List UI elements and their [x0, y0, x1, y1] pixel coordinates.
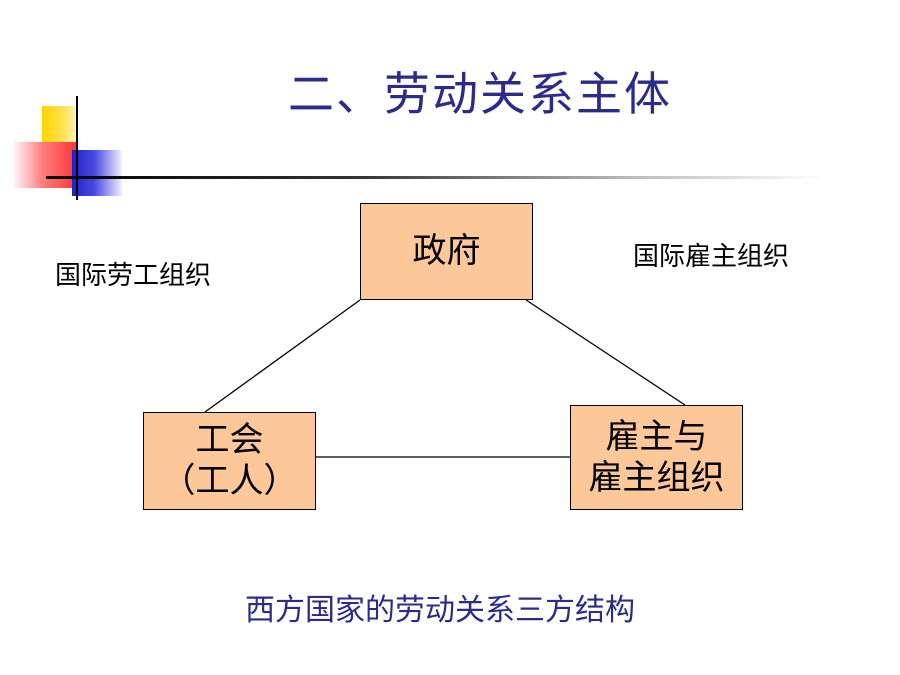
slide-caption: 西方国家的劳动关系三方结构 [245, 593, 635, 628]
node-union-label: 工会 [195, 420, 264, 461]
node-government-label: 政府 [412, 231, 481, 272]
title-underline [46, 176, 826, 179]
node-union: 工会 （工人） [143, 412, 316, 510]
node-government: 政府 [360, 203, 533, 300]
connector-gov-employer [525, 299, 686, 406]
node-employer-label-line2: 雇主组织 [588, 457, 725, 498]
node-employer-label-line1: 雇主与 [605, 416, 708, 457]
node-employer: 雇主与 雇主组织 [570, 405, 743, 510]
decor-blue-square [72, 150, 122, 196]
slide-title: 二、劳动关系主体 [288, 67, 672, 121]
label-international-employers-org: 国际雇主组织 [633, 242, 790, 272]
label-international-labour-org: 国际劳工组织 [55, 261, 212, 291]
decor-red-square [12, 142, 78, 188]
decor-vertical-line [76, 96, 78, 200]
node-union-sublabel: （工人） [161, 461, 298, 501]
connector-gov-union [204, 299, 361, 413]
